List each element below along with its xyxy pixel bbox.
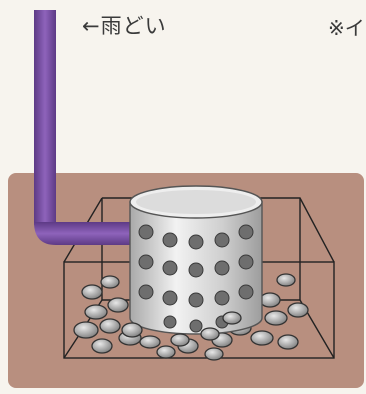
- downspout-label: ←雨どい: [82, 14, 167, 38]
- note-mark: ※イ: [328, 16, 365, 40]
- downspout-pipe-icon: [34, 10, 140, 245]
- perforated-tank-icon: [129, 185, 263, 335]
- gravel-icon: [73, 273, 309, 361]
- front-gravel: [121, 311, 242, 347]
